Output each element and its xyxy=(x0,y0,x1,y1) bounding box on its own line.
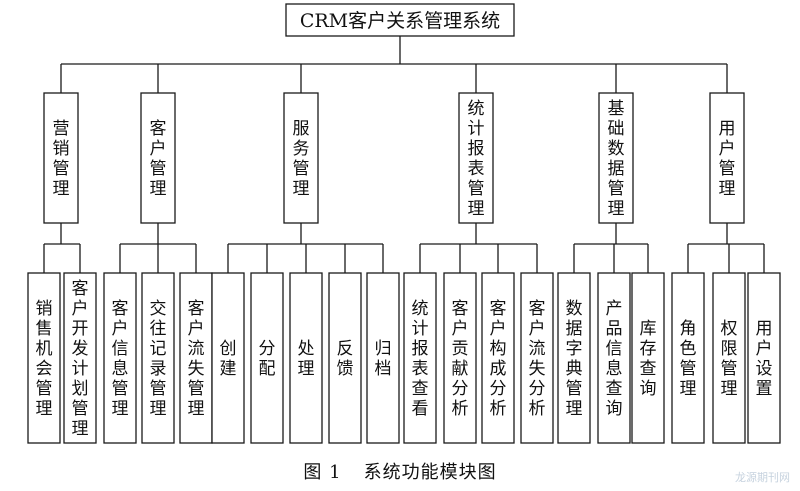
child-4-0: 数据字典管理 xyxy=(557,272,591,444)
module-3: 统计报表管理 xyxy=(458,92,494,224)
connector-lines xyxy=(43,36,765,273)
child-3-3-label: 客户流失分析 xyxy=(529,299,546,419)
child-5-0: 角色管理 xyxy=(671,272,705,444)
child-4-1: 产品信息查询 xyxy=(597,272,631,444)
child-5-2: 用户设置 xyxy=(747,272,781,444)
module-1: 客户管理 xyxy=(140,92,176,224)
module-3-label: 统计报表管理 xyxy=(468,99,485,219)
child-1-1-label: 交往记录管理 xyxy=(150,299,167,419)
watermark: 龙源期刊网 xyxy=(735,471,790,484)
child-2-0: 创建 xyxy=(211,272,245,444)
child-1-1: 交往记录管理 xyxy=(141,272,175,444)
child-2-3: 反馈 xyxy=(328,272,362,444)
child-2-0-label: 创建 xyxy=(220,339,237,379)
child-2-2: 处理 xyxy=(289,272,323,444)
child-5-2-label: 用户设置 xyxy=(756,319,773,399)
child-2-4: 归档 xyxy=(366,272,400,444)
child-3-2: 客户构成分析 xyxy=(481,272,515,444)
child-4-2-label: 库存查询 xyxy=(640,319,657,399)
child-4-2: 库存查询 xyxy=(631,272,665,444)
module-5-label: 用户管理 xyxy=(719,119,736,199)
child-3-0: 统计报表查看 xyxy=(403,272,437,444)
child-1-0-label: 客户信息管理 xyxy=(112,299,129,419)
module-0: 营销管理 xyxy=(43,92,79,224)
module-1-label: 客户管理 xyxy=(150,119,167,199)
child-5-1: 权限管理 xyxy=(712,272,746,444)
child-1-2: 客户流失管理 xyxy=(179,272,213,444)
module-2: 服务管理 xyxy=(283,92,319,224)
root-node: CRM客户关系管理系统 xyxy=(285,3,515,37)
child-4-0-label: 数据字典管理 xyxy=(566,299,583,419)
child-5-1-label: 权限管理 xyxy=(721,319,738,399)
child-2-1-label: 分配 xyxy=(259,339,276,379)
module-2-label: 服务管理 xyxy=(293,119,310,199)
child-3-3: 客户流失分析 xyxy=(520,272,554,444)
child-0-0-label: 销售机会管理 xyxy=(36,299,53,419)
module-4: 基础数据管理 xyxy=(598,92,634,224)
child-4-1-label: 产品信息查询 xyxy=(606,299,623,419)
caption-text: 系统功能模块图 xyxy=(363,462,497,483)
child-3-1: 客户贡献分析 xyxy=(443,272,477,444)
child-3-2-label: 客户构成分析 xyxy=(490,299,507,419)
child-0-1: 客户开发计划管理 xyxy=(63,272,97,444)
child-1-0: 客户信息管理 xyxy=(103,272,137,444)
child-1-2-label: 客户流失管理 xyxy=(188,299,205,419)
module-0-label: 营销管理 xyxy=(53,119,70,199)
caption-number: 图 1 xyxy=(303,462,342,483)
child-0-1-label: 客户开发计划管理 xyxy=(72,279,89,439)
child-2-3-label: 反馈 xyxy=(337,339,354,379)
child-5-0-label: 角色管理 xyxy=(680,319,697,399)
module-5: 用户管理 xyxy=(709,92,745,224)
child-0-0: 销售机会管理 xyxy=(27,272,61,444)
child-2-4-label: 归档 xyxy=(375,339,392,379)
child-3-1-label: 客户贡献分析 xyxy=(452,299,469,419)
figure-caption: 图 1 系统功能模块图 xyxy=(0,458,800,484)
child-2-1: 分配 xyxy=(250,272,284,444)
module-4-label: 基础数据管理 xyxy=(608,99,625,219)
root-label: CRM客户关系管理系统 xyxy=(300,10,500,32)
child-2-2-label: 处理 xyxy=(298,339,315,379)
child-3-0-label: 统计报表查看 xyxy=(412,299,429,419)
